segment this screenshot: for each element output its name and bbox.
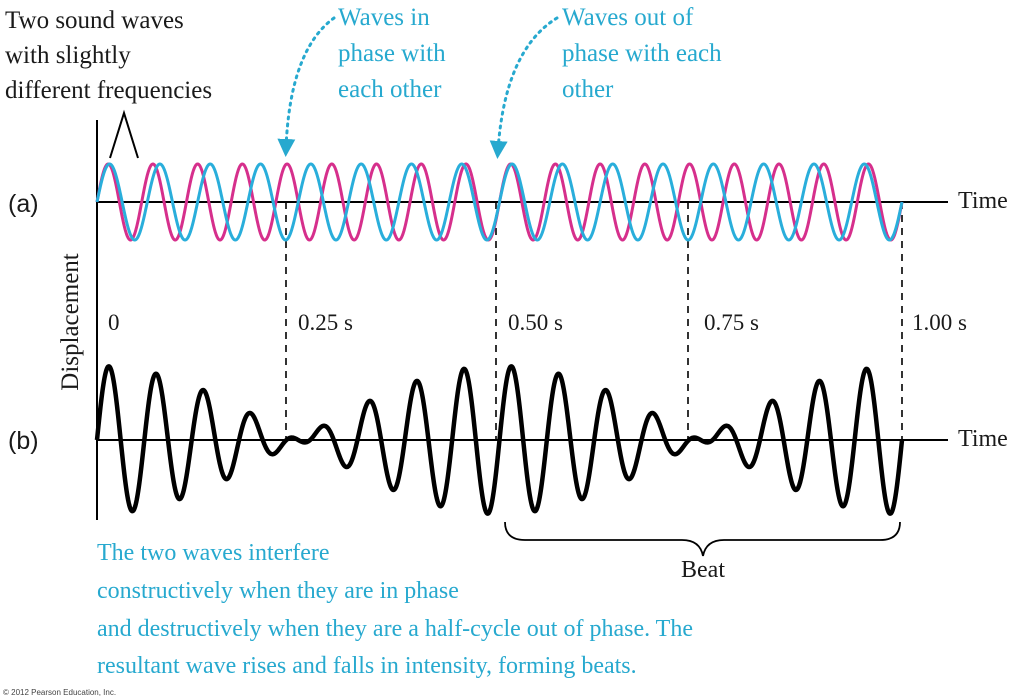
time-label-100: 1.00 s <box>912 310 967 335</box>
annotation-in-phase-line-3: each other <box>338 76 442 103</box>
annotation-out-of-phase-line-3: other <box>562 76 614 103</box>
y-axis-label: Displacement <box>57 253 84 391</box>
annotation-in-phase-line-1: Waves in <box>338 4 430 31</box>
panel-a-label: (a) <box>8 190 39 218</box>
caption-line-3: and destructively when they are a half-c… <box>97 616 693 642</box>
annotation-two-waves: Two sound waves with slightly different … <box>5 7 212 159</box>
annotation-out-of-phase-line-2: phase with each <box>562 40 722 67</box>
wave-2-cyan <box>95 162 904 242</box>
annotation-two-waves-line-1: Two sound waves <box>5 7 184 34</box>
time-axis-b-label: Time <box>958 426 1008 452</box>
time-axis-a-label: Time <box>958 188 1008 214</box>
time-marker-lines <box>285 202 903 440</box>
beat-brace <box>504 521 901 557</box>
annotation-in-phase-line-2: phase with <box>338 40 446 67</box>
time-label-025: 0.25 s <box>298 310 353 335</box>
caption-line-2: constructively when they are in phase <box>97 578 459 604</box>
caption-line-4: resultant wave rises and falls in intens… <box>97 653 637 679</box>
caption-line-1: The two waves interfere <box>97 540 330 566</box>
annotation-in-phase: Waves in phase with each other <box>277 4 446 157</box>
time-label-050: 0.50 s <box>508 310 563 335</box>
annotation-two-waves-line-3: different frequencies <box>5 77 212 104</box>
annotation-two-waves-line-2: with slightly <box>5 42 131 69</box>
time-label-075: 0.75 s <box>704 310 759 335</box>
copyright: © 2012 Pearson Education, Inc. <box>3 688 116 697</box>
beat-label: Beat <box>681 557 725 583</box>
annotation-out-of-phase: Waves out of phase with each other <box>489 4 722 159</box>
resultant-wave <box>94 364 905 516</box>
annotation-out-of-phase-line-1: Waves out of <box>562 4 694 31</box>
time-label-0: 0 <box>108 310 120 335</box>
out-of-phase-arrow <box>489 16 559 159</box>
caption: The two waves interfere constructively w… <box>97 540 693 679</box>
two-waves-pointer <box>109 109 139 159</box>
in-phase-arrow <box>277 16 336 157</box>
panel-b-label: (b) <box>8 427 39 455</box>
